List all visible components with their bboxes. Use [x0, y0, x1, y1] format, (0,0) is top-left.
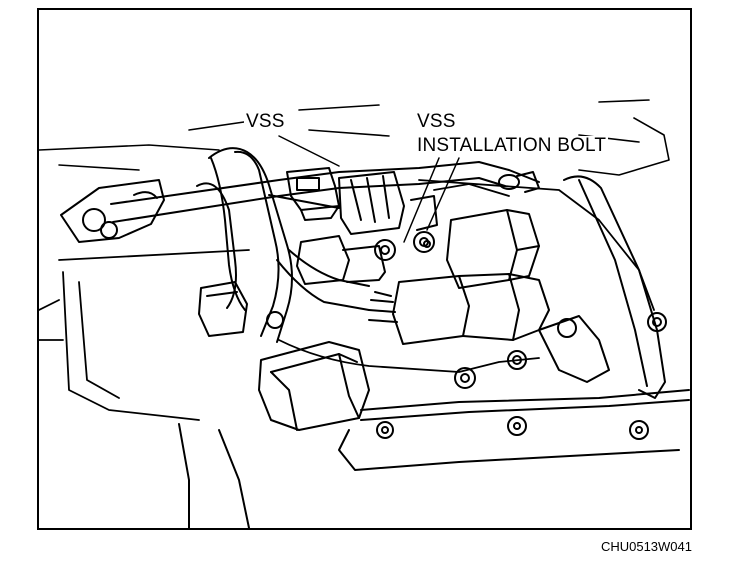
figure-code: CHU0513W041	[600, 539, 692, 554]
solenoid-block-center	[368, 273, 550, 345]
lower-connector-block	[258, 341, 370, 431]
label-vss-bolt-line2: INSTALLATION BOLT	[415, 135, 609, 156]
oil-pan	[178, 389, 690, 528]
background-sketch-lines	[39, 99, 670, 176]
vss-connector	[286, 167, 405, 235]
hydraulic-pipe	[110, 161, 540, 223]
right-bracket	[454, 175, 667, 399]
leader-lines	[278, 135, 460, 243]
diagram-frame: VSS VSS INSTALLATION BOLT	[37, 8, 692, 530]
label-vss: VSS	[244, 111, 287, 132]
solenoid-block-upper	[423, 209, 540, 289]
left-bracket	[60, 179, 165, 243]
label-vss-bolt-line1: VSS	[415, 111, 458, 132]
solenoid-left	[198, 281, 284, 337]
vss-location-illustration	[39, 99, 690, 528]
